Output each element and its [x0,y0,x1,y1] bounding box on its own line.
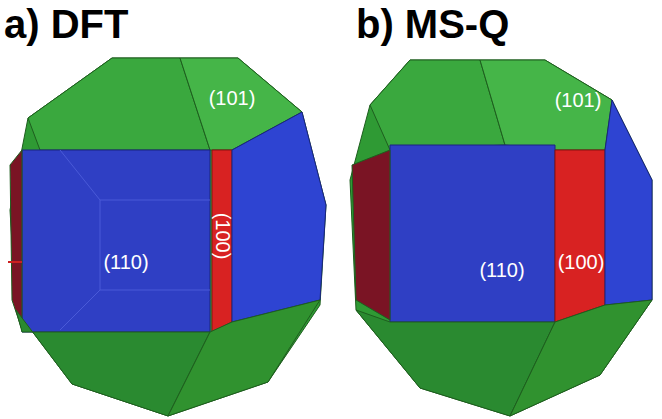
panel-title: b) MS-Q [356,2,509,47]
face-label: (100) [211,213,234,260]
face-label: (110) [479,259,524,282]
msq-polyhedron [350,60,652,416]
dft-polyhedron [8,58,326,416]
face-label: (110) [103,251,148,274]
face-label: (100) [558,251,605,274]
face-label: (101) [555,89,602,112]
face-label: (101) [209,87,256,110]
panel-title: a) DFT [4,2,128,47]
